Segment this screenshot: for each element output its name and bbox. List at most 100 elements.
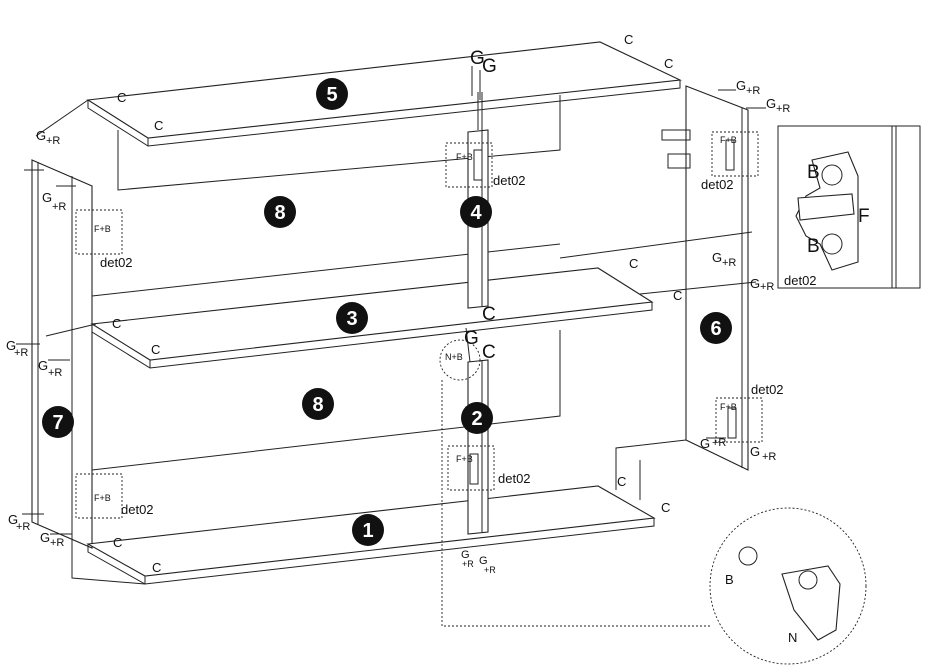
- fb-box-right-upper: [711, 131, 759, 177]
- det02-label: det02: [498, 471, 531, 486]
- fb-label: F+B: [94, 493, 111, 503]
- det02-label: det02: [751, 382, 784, 397]
- c-label: C: [151, 342, 160, 357]
- svg-text:3: 3: [346, 308, 357, 330]
- det02-label: det02: [493, 173, 526, 188]
- nb-label: N+B: [445, 352, 463, 362]
- panel-5-top-shelf: [86, 41, 682, 147]
- part-badge-4: 4: [460, 196, 492, 228]
- c-label: C: [154, 118, 163, 133]
- g-label: G: [766, 96, 776, 111]
- svg-text:7: 7: [52, 412, 63, 434]
- svg-text:5: 5: [326, 84, 337, 106]
- nb-detail-inset: [709, 507, 867, 665]
- g-label: G: [750, 444, 760, 459]
- part-badge-3: 3: [336, 302, 368, 334]
- fb-label: F+B: [456, 152, 473, 162]
- part-badge-1: 1: [352, 514, 384, 546]
- inset-letters: B B F B N: [725, 162, 870, 645]
- fb-label: F+B: [94, 224, 111, 234]
- c-label: C: [482, 304, 496, 325]
- c-label: C: [624, 32, 633, 47]
- panel-7-left-side: [31, 159, 93, 549]
- fb-labels: F+B F+B F+B F+B F+B F+B N+B: [94, 135, 737, 503]
- panel-2-lower-divider: [467, 359, 489, 535]
- det02-label: det02: [784, 273, 817, 288]
- screw-set: [16, 66, 766, 535]
- b-label: B: [725, 572, 734, 587]
- plus-r-label: +R: [46, 135, 60, 147]
- fb-box-right-lower: [715, 397, 763, 443]
- cam-fittings: [469, 129, 737, 485]
- f-label: F: [858, 206, 870, 227]
- c-label: C: [112, 316, 121, 331]
- g-label: G: [461, 549, 470, 561]
- det02-label: det02: [121, 502, 154, 517]
- det02-label: det02: [100, 255, 133, 270]
- g-label: G: [42, 190, 52, 205]
- fb-box-upper-divider: [445, 142, 493, 188]
- b-label: B: [807, 162, 820, 183]
- part-badge-2: 2: [461, 402, 493, 434]
- c-label: C: [482, 342, 496, 363]
- fb-box-left-lower: [75, 473, 123, 519]
- leader-lines: [35, 99, 757, 627]
- c-label: C: [661, 500, 670, 515]
- g-label: G: [712, 250, 722, 265]
- g-label: G: [6, 338, 16, 353]
- fb-box-left-upper: [75, 209, 123, 255]
- fb-detail-inset: [777, 125, 921, 289]
- g-label: G: [479, 555, 488, 567]
- g-label: G: [464, 328, 479, 349]
- part-badge-8-lower: 8: [302, 388, 334, 420]
- plus-r-label: +R: [14, 347, 28, 359]
- plus-r-label: +R: [52, 201, 66, 213]
- g-label: G: [38, 358, 48, 373]
- g-labels-large: G G G: [464, 48, 497, 349]
- c-label: C: [629, 256, 638, 271]
- back-panel-8-lower: [91, 330, 561, 471]
- c-label: C: [117, 90, 126, 105]
- detail-box-set: [75, 131, 763, 519]
- plus-r-label: +R: [760, 281, 774, 293]
- svg-text:1: 1: [362, 520, 373, 542]
- plus-r-label: +R: [484, 565, 496, 575]
- g-label: G: [36, 128, 46, 143]
- det02-label: det02: [701, 177, 734, 192]
- part-badge-5: 5: [316, 78, 348, 110]
- svg-text:6: 6: [710, 318, 721, 340]
- g-label: G: [470, 48, 485, 69]
- fb-label: F+B: [720, 135, 737, 145]
- plus-r-label: +R: [50, 537, 64, 549]
- n-label: N: [788, 630, 797, 645]
- plus-r-label: +R: [746, 85, 760, 97]
- g-label: G: [736, 78, 746, 93]
- plus-r-label: +R: [776, 103, 790, 115]
- det02-labels: det02 det02 det02 det02 det02 det02 det0…: [100, 173, 817, 517]
- g-label: G: [8, 512, 18, 527]
- fb-label: F+B: [456, 454, 473, 464]
- g-label: G: [40, 530, 50, 545]
- c-label: C: [113, 535, 122, 550]
- c-label: C: [617, 474, 626, 489]
- c-label: C: [152, 560, 161, 575]
- plus-r-label: +R: [762, 451, 776, 463]
- svg-text:8: 8: [312, 394, 323, 416]
- svg-text:8: 8: [274, 202, 285, 224]
- fb-box-lower-divider: [447, 445, 495, 491]
- panel-3-middle-shelf: [90, 267, 654, 369]
- part-badge-6: 6: [700, 312, 732, 344]
- plus-r-label: +R: [48, 367, 62, 379]
- g-plus-r-labels: G +R G +R G +R G +R G +R G +R G +R G +R …: [6, 78, 790, 575]
- c-label: C: [673, 288, 682, 303]
- nb-detail-circle: [439, 339, 481, 381]
- g-label: G: [482, 56, 497, 77]
- part-badge-7: 7: [42, 406, 74, 438]
- plus-r-label: +R: [462, 559, 474, 569]
- b-label: B: [807, 236, 820, 257]
- svg-text:4: 4: [470, 202, 482, 224]
- fb-label: F+B: [720, 402, 737, 412]
- g-label: G: [700, 436, 710, 451]
